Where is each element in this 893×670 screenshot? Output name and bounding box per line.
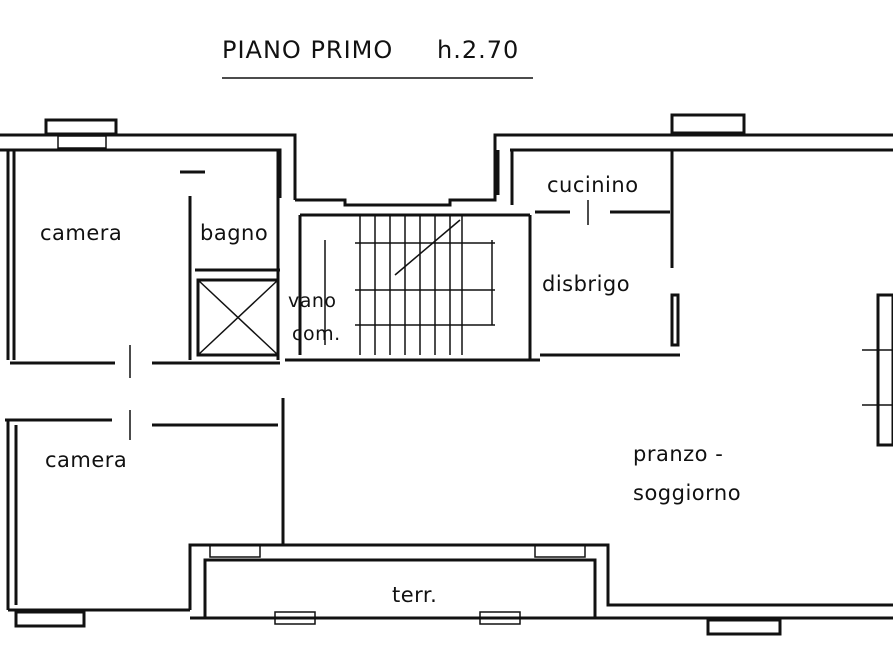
room-label-vano: vano	[288, 290, 337, 312]
window	[14, 610, 86, 628]
room-label-camera: camera	[40, 221, 123, 245]
window	[670, 113, 746, 135]
room-label-pranzo: pranzo -	[633, 442, 724, 466]
room-label-soggiorno: soggiorno	[633, 481, 742, 505]
room-label-bagno: bagno	[200, 221, 269, 245]
room-label-disbrigo: disbrigo	[542, 272, 631, 296]
walls	[0, 113, 893, 636]
window	[706, 618, 782, 636]
room-label-terrazzo: terr.	[392, 583, 438, 607]
window	[44, 118, 118, 136]
room-label-cucinino: cucinino	[547, 173, 639, 197]
room-label-camera-2: camera	[45, 448, 128, 472]
plan-title: PIANO PRIMO	[222, 36, 394, 64]
window	[876, 293, 893, 447]
room-label-com: com.	[292, 323, 341, 345]
ceiling-height: h.2.70	[437, 36, 520, 64]
